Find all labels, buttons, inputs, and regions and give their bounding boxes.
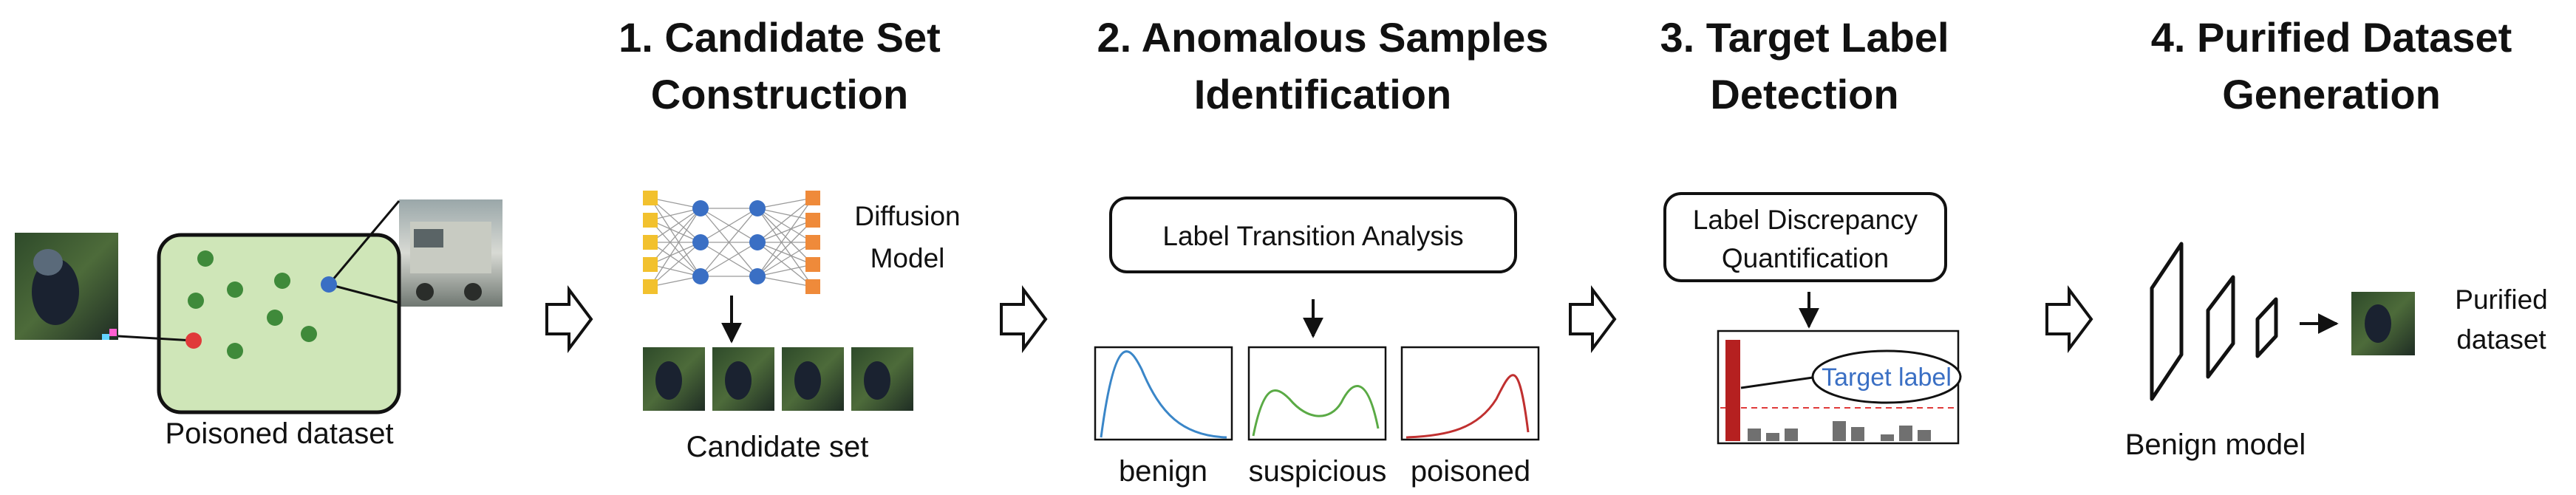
candidate-set-images <box>643 347 913 411</box>
candidate-image <box>712 347 774 411</box>
diffusion-label-line1: Diffusion <box>854 201 960 231</box>
stage1-title-line1: 1. Candidate Set <box>619 14 941 61</box>
sample-dot <box>301 326 317 342</box>
purified-label-line1: Purified <box>2455 284 2547 315</box>
label-bar <box>1833 421 1846 441</box>
label-bar <box>1748 429 1761 441</box>
purified-sample-image <box>2351 292 2415 355</box>
label-bar <box>1899 426 1912 441</box>
stage1-title-line2: Construction <box>651 71 908 117</box>
stage-arrow-1-icon <box>545 285 593 353</box>
poisoned-sample-image <box>15 233 118 340</box>
diffusion-label-line2: Model <box>870 243 945 273</box>
suspicious-curve <box>1252 385 1380 437</box>
trigger-sample-dot <box>321 276 337 293</box>
sample-dot <box>274 273 290 289</box>
benign-model-label: Benign model <box>2125 429 2306 461</box>
stage4-title-line1: 4. Purified Dataset <box>2151 14 2512 61</box>
sample-dot <box>267 310 283 326</box>
label-bar <box>1785 429 1798 441</box>
poisoned-dataset-label: Poisoned dataset <box>165 417 393 450</box>
label-transition-text: Label Transition Analysis <box>1162 221 1463 251</box>
stage2-title-line1: 2. Anomalous Samples <box>1097 14 1549 61</box>
label-bar <box>1881 434 1894 441</box>
poisoned-sample-dot <box>185 332 202 349</box>
suspicious-distribution-plot <box>1247 346 1387 441</box>
label-bar <box>1851 427 1864 441</box>
poisoned-pointer-line <box>117 335 194 342</box>
target-label-pointer <box>1740 375 1819 389</box>
trigger-sample-image <box>399 199 502 307</box>
label-discrepancy-box <box>1663 192 1947 282</box>
stage-arrow-3-icon <box>1569 285 1617 353</box>
stage3-title-line1: 3. Target Label <box>1660 14 1949 61</box>
purified-label-line2: dataset <box>2456 324 2546 355</box>
trigger-pointer-line-top <box>327 200 401 285</box>
target-label-bar <box>1725 340 1740 441</box>
target-label-text: Target label <box>1822 363 1952 392</box>
sample-dot <box>227 343 243 359</box>
label-discrepancy-line2: Quantification <box>1722 243 1889 273</box>
stage2-title-line2: Identification <box>1194 71 1451 117</box>
candidate-image <box>643 347 705 411</box>
candidate-set-label: Candidate set <box>686 431 869 463</box>
suspicious-label: suspicious <box>1249 455 1387 488</box>
sample-dot <box>197 250 214 267</box>
label-discrepancy-line1: Label Discrepancy <box>1693 205 1918 235</box>
benign-distribution-plot <box>1094 346 1233 441</box>
cnn-model-icon <box>2150 242 2278 401</box>
poisoned-curve <box>1405 374 1530 439</box>
target-label-bubble <box>1811 349 1962 404</box>
stage4-title-line2: Generation <box>2222 71 2441 117</box>
candidate-image <box>782 347 844 411</box>
poisoned-distribution-plot <box>1400 346 1540 441</box>
label-transition-box <box>1109 197 1517 273</box>
neural-network-icon <box>643 191 820 294</box>
dataset-sample-dots <box>185 250 337 359</box>
label-bar <box>1918 430 1931 441</box>
sample-dot <box>188 293 204 309</box>
stage3-title-line2: Detection <box>1710 71 1898 117</box>
stage-arrow-2-icon <box>1000 285 1048 353</box>
candidate-image <box>851 347 913 411</box>
sample-dot <box>227 281 243 298</box>
trigger-pointer-line-bottom <box>328 283 400 304</box>
stage-arrow-4-icon <box>2045 285 2093 353</box>
label-bar <box>1766 433 1779 441</box>
benign-curve <box>1100 350 1227 439</box>
poisoned-label: poisoned <box>1411 455 1530 488</box>
benign-label: benign <box>1119 455 1207 488</box>
